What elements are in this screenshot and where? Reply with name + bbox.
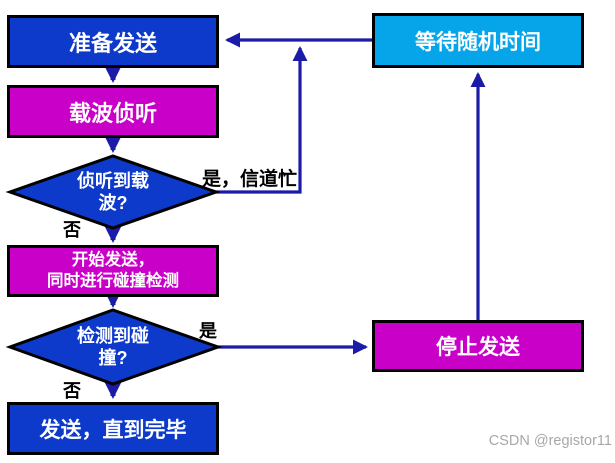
edge-label-yes-channel-busy: 是，信道忙: [202, 169, 298, 190]
process-box-send-until-done: 发送，直到完毕: [7, 402, 219, 455]
decision-diamond-collision-detected: [5, 308, 223, 386]
edge-label-yes-collision: 是: [199, 321, 217, 341]
decision-label-carrier-detected: 侦听到载 波?: [77, 171, 149, 213]
process-box-carrier-sense: 载波侦听: [7, 85, 219, 138]
edge-label-no-collision: 否: [63, 381, 81, 401]
edge-decision1-yes-busy: [216, 46, 308, 194]
decision-label-collision-detected: 检测到碰 撞?: [77, 326, 149, 368]
csdn-watermark: CSDN @registor11: [488, 433, 612, 449]
edge-label-no-carrier: 否: [63, 220, 81, 240]
process-box-wait-random-time: 等待随机时间: [372, 13, 584, 68]
process-box-prepare-send: 准备发送: [7, 15, 219, 68]
process-box-start-send-collision-detect: 开始发送， 同时进行碰撞检测: [7, 245, 219, 297]
decision-diamond-carrier-detected: [5, 154, 221, 230]
process-box-stop-send: 停止发送: [372, 320, 584, 372]
